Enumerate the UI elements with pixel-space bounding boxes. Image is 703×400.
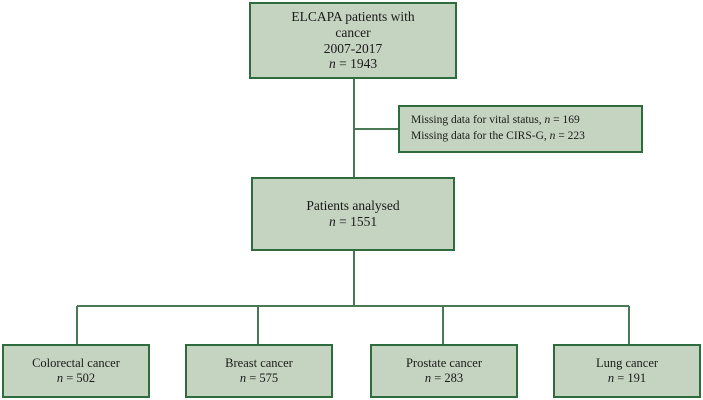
colorectal-cancer-count-label: n bbox=[56, 371, 64, 385]
breast-cancer-count-label: n bbox=[239, 371, 247, 385]
patients-analysed-count-value: 1551 bbox=[350, 214, 378, 229]
source-cohort-period: 2007-2017 bbox=[323, 40, 383, 56]
excluded-item-1-reason: Missing data for the CIRS-G, bbox=[411, 130, 547, 142]
colorectal-cancer-count-value: 502 bbox=[76, 371, 96, 385]
excluded-item-1-count-value: 223 bbox=[567, 130, 585, 142]
colorectal-cancer-count: n = 502 bbox=[57, 371, 95, 386]
lung-cancer-count-separator: = bbox=[614, 371, 628, 385]
node-breast-cancer: Breast cancer n = 575 bbox=[185, 344, 333, 398]
prostate-cancer-count-value: 283 bbox=[444, 371, 464, 385]
node-prostate-cancer: Prostate cancer n = 283 bbox=[370, 344, 518, 398]
prostate-cancer-count: n = 283 bbox=[425, 371, 463, 386]
node-colorectal-cancer: Colorectal cancer n = 502 bbox=[2, 344, 150, 398]
colorectal-cancer-count-separator: = bbox=[63, 371, 77, 385]
lung-cancer-label: Lung cancer bbox=[595, 356, 659, 371]
excluded-item-0-count-label: n bbox=[544, 114, 551, 127]
excluded-item-0-reason: Missing data for vital status, bbox=[411, 114, 542, 127]
prostate-cancer-label: Prostate cancer bbox=[405, 356, 482, 371]
patients-analysed-label: Patients analysed bbox=[306, 198, 400, 214]
source-cohort-line-1: ELCAPA patients with bbox=[291, 8, 415, 24]
excluded-item-1: Missing data for the CIRS-G, n = 223 bbox=[411, 129, 585, 145]
patients-analysed-count-label: n bbox=[328, 214, 336, 229]
breast-cancer-count-separator: = bbox=[246, 371, 260, 385]
source-cohort-count-separator: = bbox=[335, 56, 351, 72]
excluded-item-1-count-separator: = bbox=[555, 130, 568, 142]
node-patients-analysed: Patients analysed n = 1551 bbox=[251, 177, 455, 251]
breast-cancer-count: n = 575 bbox=[240, 371, 278, 386]
lung-cancer-count: n = 191 bbox=[608, 371, 646, 386]
breast-cancer-label: Breast cancer bbox=[225, 356, 293, 371]
node-lung-cancer: Lung cancer n = 191 bbox=[553, 344, 701, 398]
lung-cancer-count-value: 191 bbox=[627, 371, 647, 385]
source-cohort-count: n = 1943 bbox=[329, 56, 377, 72]
breast-cancer-count-value: 575 bbox=[259, 371, 279, 385]
node-excluded-missing-data: Missing data for vital status, n = 169 M… bbox=[398, 105, 643, 153]
prostate-cancer-count-separator: = bbox=[431, 371, 445, 385]
source-cohort-count-label: n bbox=[328, 56, 336, 72]
source-cohort-count-value: 1943 bbox=[350, 56, 378, 72]
patients-analysed-count: n = 1551 bbox=[329, 214, 377, 230]
patients-analysed-count-separator: = bbox=[335, 214, 351, 229]
excluded-item-1-count-label: n bbox=[549, 130, 556, 142]
prostate-cancer-count-label: n bbox=[424, 371, 432, 385]
lung-cancer-count-label: n bbox=[607, 371, 615, 385]
colorectal-cancer-label: Colorectal cancer bbox=[32, 356, 120, 371]
excluded-item-0-count-separator: = bbox=[550, 114, 563, 127]
excluded-item-0: Missing data for vital status, n = 169 bbox=[411, 113, 580, 129]
node-source-cohort: ELCAPA patients with cancer 2007-2017 n … bbox=[249, 2, 457, 79]
source-cohort-line-2: cancer bbox=[335, 24, 371, 40]
excluded-item-0-count-value: 169 bbox=[562, 114, 580, 127]
